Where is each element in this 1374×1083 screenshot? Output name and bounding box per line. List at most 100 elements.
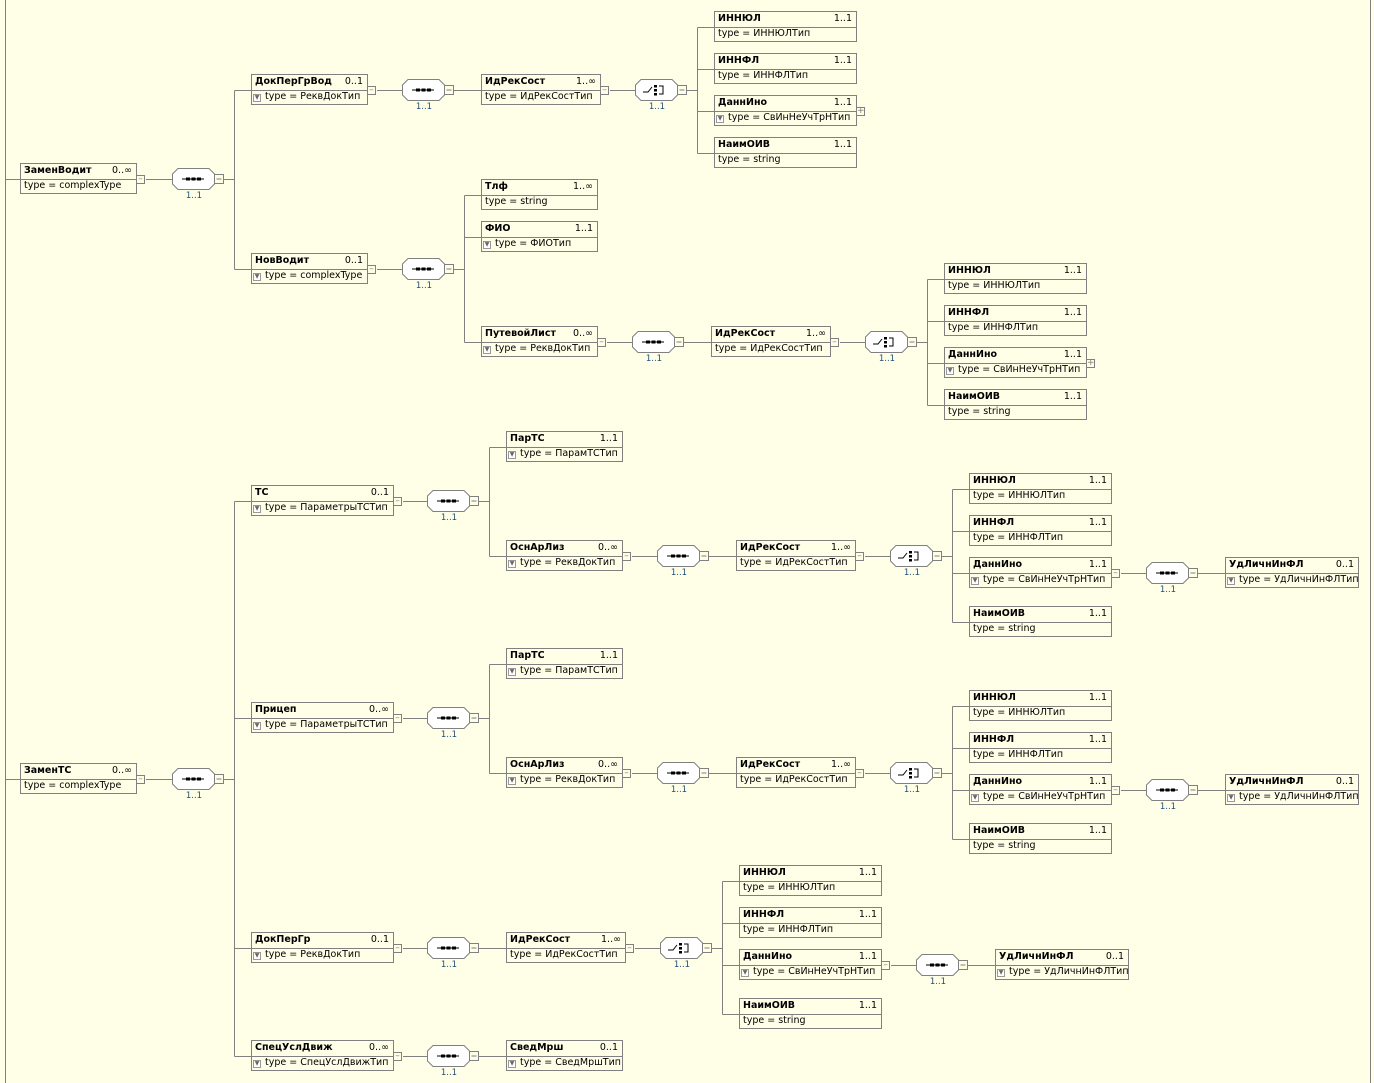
collapse-icon[interactable]: – <box>1111 569 1120 578</box>
dropdown-arrow-icon[interactable]: ▼ <box>741 969 749 977</box>
dropdown-arrow-icon[interactable]: ▼ <box>1227 577 1235 585</box>
collapse-icon[interactable]: – <box>393 497 402 506</box>
sequence-compositor[interactable]: 1..1 <box>402 79 454 112</box>
dropdown-arrow-icon[interactable]: ▼ <box>971 577 979 585</box>
sequence-compositor[interactable]: 1..1 <box>427 1045 479 1078</box>
dropdown-arrow-icon[interactable]: ▼ <box>253 94 261 102</box>
choice-compositor[interactable]: 1..1 <box>865 331 917 364</box>
sequence-compositor[interactable]: 1..1 <box>427 937 479 970</box>
collapse-icon[interactable]: – <box>881 961 890 970</box>
sequence-compositor[interactable]: 1..1 <box>427 707 479 740</box>
dropdown-arrow-icon[interactable]: ▼ <box>253 273 261 281</box>
dropdown-arrow-icon[interactable]: ▼ <box>483 241 491 249</box>
dropdown-arrow-icon[interactable]: ▼ <box>508 451 516 459</box>
sequence-compositor[interactable]: 1..1 <box>402 258 454 291</box>
choice-compositor[interactable]: 1..1 <box>890 762 942 795</box>
dropdown-arrow-icon[interactable]: ▼ <box>253 722 261 730</box>
choice-compositor[interactable]: 1..1 <box>660 937 712 970</box>
choice-compositor[interactable]: 1..1 <box>890 545 942 578</box>
dropdown-arrow-icon[interactable]: ▼ <box>253 505 261 513</box>
collapse-icon[interactable]: – <box>622 769 631 778</box>
sequence-compositor[interactable]: 1..1 <box>916 954 968 987</box>
collapse-icon[interactable]: – <box>600 86 609 95</box>
collapse-icon[interactable]: – <box>136 175 145 184</box>
collapse-icon[interactable]: – <box>597 338 606 347</box>
collapse-icon[interactable]: – <box>367 265 376 274</box>
collapse-icon[interactable]: – <box>830 338 839 347</box>
dropdown-arrow-icon[interactable]: ▼ <box>253 952 261 960</box>
sequence-compositor[interactable]: 1..1 <box>172 168 224 201</box>
dropdown-arrow-icon[interactable]: ▼ <box>716 115 724 123</box>
sequence-compositor[interactable]: 1..1 <box>1146 562 1198 595</box>
expand-icon[interactable]: + <box>1086 358 1095 368</box>
collapse-icon[interactable]: – <box>1111 786 1120 795</box>
sequence-compositor[interactable]: 1..1 <box>427 490 479 523</box>
collapse-icon[interactable]: – <box>393 714 402 723</box>
dropdown-arrow-icon[interactable]: ▼ <box>508 1060 516 1068</box>
collapse-icon[interactable]: – <box>393 944 402 953</box>
sequence-compositor[interactable]: 1..1 <box>632 331 684 364</box>
collapse-icon[interactable]: – <box>393 1052 402 1061</box>
expand-icon[interactable]: + <box>856 106 865 116</box>
dropdown-arrow-icon[interactable]: ▼ <box>1227 794 1235 802</box>
sequence-compositor[interactable]: 1..1 <box>172 768 224 801</box>
collapse-icon[interactable]: – <box>625 944 634 953</box>
dropdown-arrow-icon[interactable]: ▼ <box>508 668 516 676</box>
sequence-compositor[interactable]: 1..1 <box>657 762 709 795</box>
collapse-icon[interactable]: – <box>622 552 631 561</box>
choice-compositor[interactable]: 1..1 <box>635 79 687 112</box>
collapse-icon[interactable]: – <box>855 552 864 561</box>
dropdown-arrow-icon[interactable]: ▼ <box>508 560 516 568</box>
sequence-compositor[interactable]: 1..1 <box>657 545 709 578</box>
collapse-icon[interactable]: – <box>136 775 145 784</box>
dropdown-arrow-icon[interactable]: ▼ <box>971 794 979 802</box>
dropdown-arrow-icon[interactable]: ▼ <box>997 969 1005 977</box>
sequence-compositor[interactable]: 1..1 <box>1146 779 1198 812</box>
dropdown-arrow-icon[interactable]: ▼ <box>483 346 491 354</box>
dropdown-arrow-icon[interactable]: ▼ <box>508 777 516 785</box>
collapse-icon[interactable]: – <box>855 769 864 778</box>
dropdown-arrow-icon[interactable]: ▼ <box>946 367 954 375</box>
collapse-icon[interactable]: – <box>367 86 376 95</box>
